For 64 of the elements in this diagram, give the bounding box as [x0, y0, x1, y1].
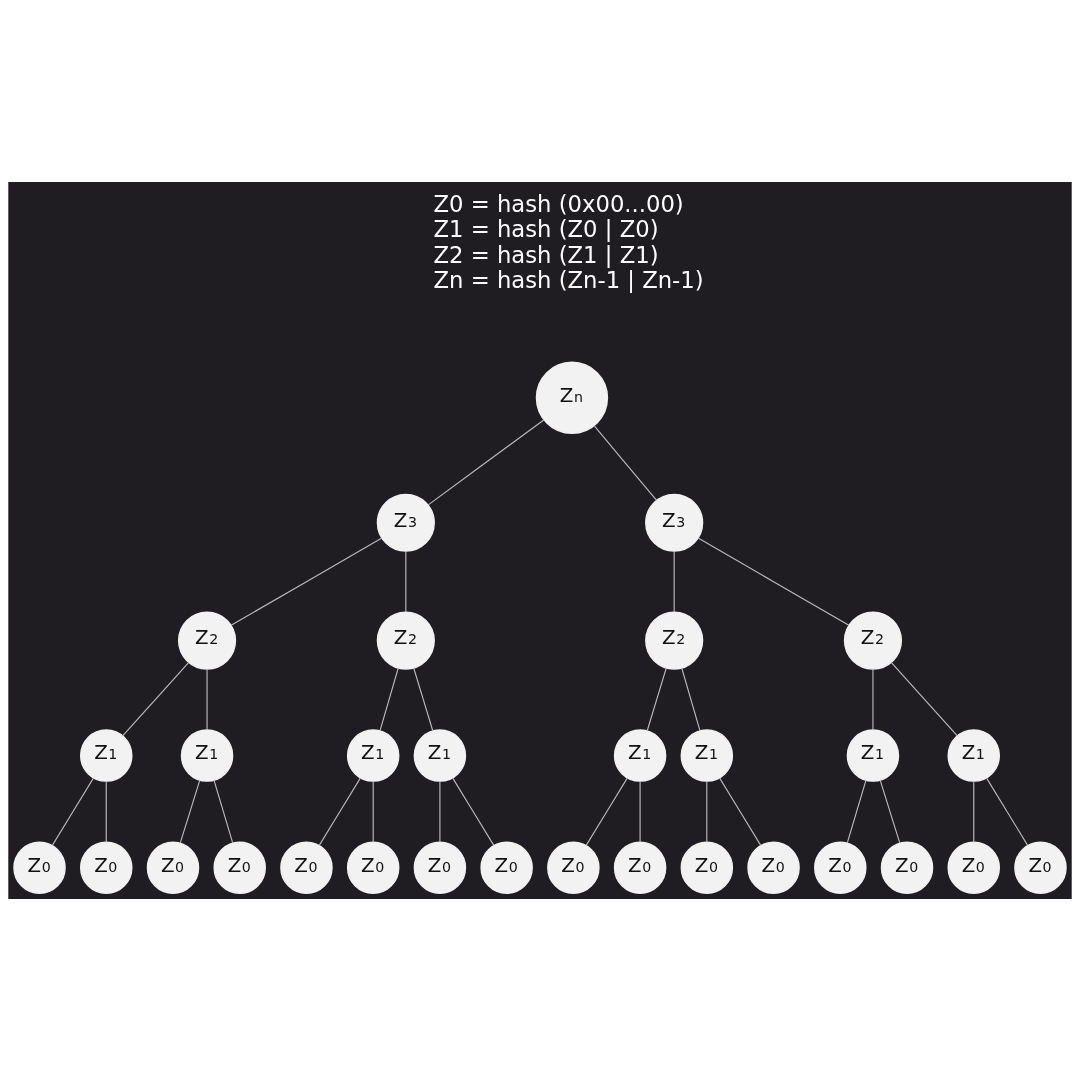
- node-circle: Zn: [535, 361, 609, 434]
- connector: [51, 777, 94, 846]
- connector: [646, 666, 667, 732]
- node-circle: Z0: [680, 841, 734, 894]
- connector: [372, 780, 374, 843]
- connector: [719, 777, 762, 846]
- node-circle: Z1: [846, 728, 900, 782]
- node-circle: Z0: [1014, 841, 1067, 894]
- node-circle: Z0: [613, 841, 667, 894]
- node-circle: Z2: [376, 611, 435, 670]
- connector: [122, 661, 190, 737]
- connector: [706, 780, 708, 843]
- connector: [986, 777, 1029, 846]
- connector: [879, 779, 901, 844]
- connector: [213, 779, 234, 843]
- connector: [890, 661, 958, 737]
- node-circle: Z0: [480, 841, 533, 894]
- connector: [379, 666, 399, 731]
- node-circle: Z2: [177, 611, 237, 670]
- connector: [427, 418, 545, 505]
- label: Z1 = hash (Z0 | Z0): [433, 215, 659, 242]
- connector: [206, 668, 208, 730]
- connector: [681, 666, 701, 731]
- node-circle: Z0: [213, 841, 266, 894]
- label: Z0 = hash (0x00...00): [433, 190, 684, 217]
- node-circle: Z1: [613, 728, 667, 782]
- node-circle: Z0: [747, 841, 800, 894]
- connector: [230, 536, 383, 626]
- node-circle: Z0: [280, 841, 333, 894]
- connector: [405, 550, 407, 613]
- node-circle: Z0: [346, 841, 400, 894]
- connector: [318, 777, 361, 846]
- connector: [639, 780, 641, 843]
- node-circle: Z1: [413, 728, 467, 782]
- node-circle: Z0: [13, 841, 66, 894]
- node-circle: Z2: [645, 611, 704, 670]
- node-circle: Z1: [346, 728, 400, 782]
- node-circle: Z1: [180, 728, 234, 782]
- connector: [872, 668, 874, 730]
- connector: [697, 536, 850, 626]
- node-circle: Z2: [843, 611, 903, 670]
- connector: [973, 780, 975, 843]
- node-circle: Z1: [680, 728, 734, 782]
- label: Z2 = hash (Z1 | Z1): [433, 241, 659, 268]
- connector: [585, 777, 628, 846]
- node-circle: Z0: [814, 841, 867, 894]
- node-circle: Z0: [146, 841, 200, 894]
- node-circle: Z3: [376, 493, 435, 552]
- connector: [179, 779, 201, 844]
- node-circle: Z0: [880, 841, 934, 894]
- node-circle: Z0: [547, 841, 600, 894]
- connector: [673, 550, 675, 613]
- connector: [105, 780, 107, 843]
- node-circle: Z0: [80, 841, 133, 894]
- connector: [846, 779, 867, 843]
- connector: [593, 424, 658, 501]
- connector: [439, 780, 441, 843]
- node-circle: Z3: [645, 493, 704, 552]
- connector: [413, 666, 434, 732]
- connector: [452, 777, 495, 846]
- node-circle: Z1: [947, 728, 1000, 782]
- node-circle: Z0: [413, 841, 467, 894]
- node-circle: Z0: [947, 841, 1000, 894]
- node-circle: Z1: [80, 728, 133, 782]
